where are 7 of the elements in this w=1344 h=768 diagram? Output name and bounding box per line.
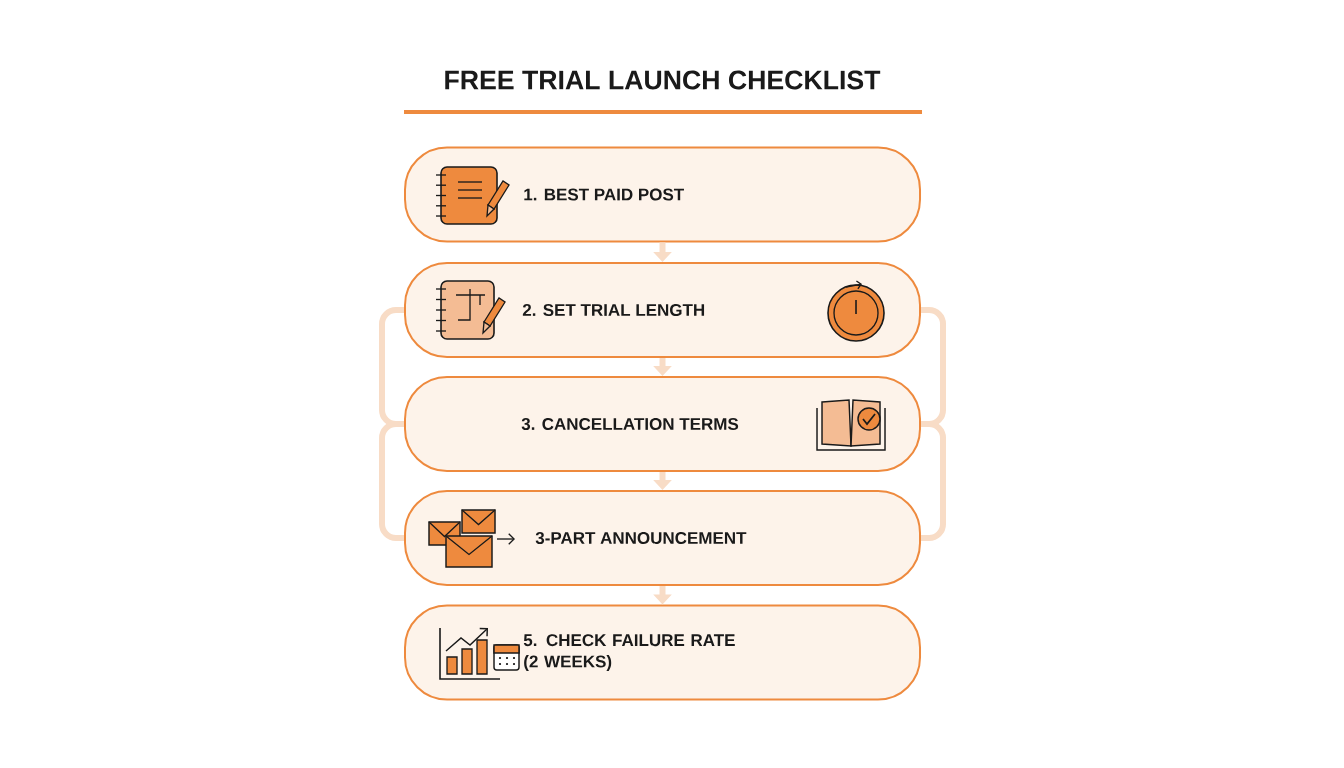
step-box: 3. CANCELLATION TERMS (404, 376, 921, 472)
step-box: 3-PART ANNOUNCEMENT (404, 490, 921, 586)
step-box: 1. BEST PAID POST (404, 146, 921, 243)
bracket-line (921, 421, 946, 541)
title: FREE TRIAL LAUNCH CHECKLIST (445, 70, 881, 90)
bracket-line (921, 307, 946, 427)
step-box: 5. CHECK FAILURE RATE (2 WEEKS) (404, 604, 921, 701)
